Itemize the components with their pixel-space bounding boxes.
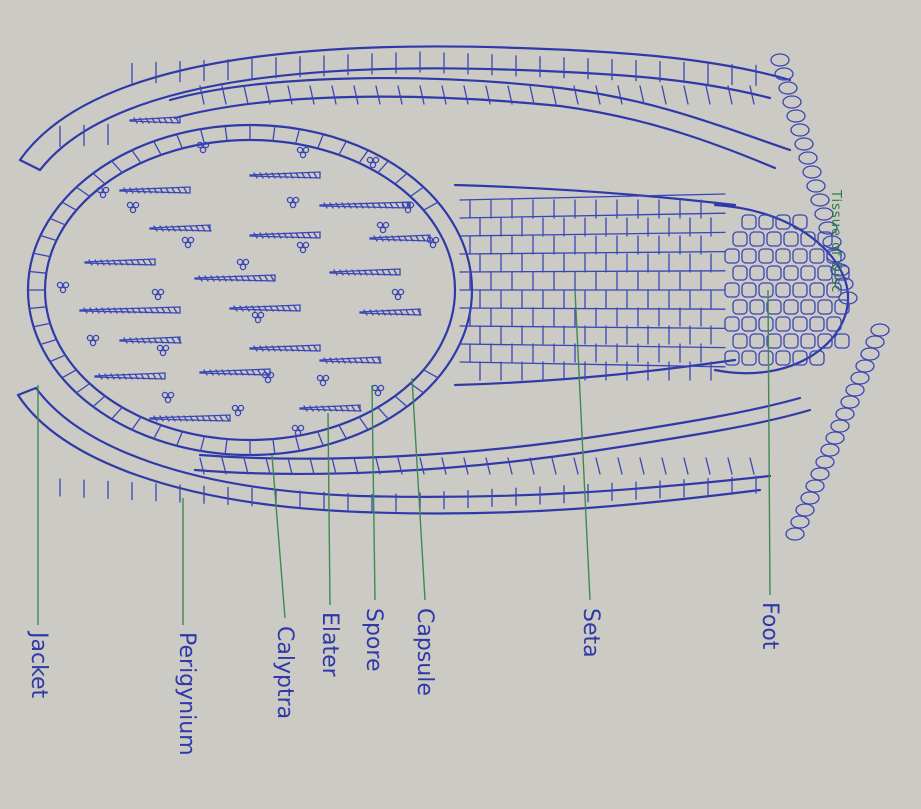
label-foot: Foot [757, 602, 782, 650]
label-tissue-of-disc: Tissue of Disc [828, 189, 843, 293]
label-perigynium: Perigynium [174, 632, 199, 756]
label-jacket: Jacket [26, 630, 51, 699]
label-elater: Elater [317, 612, 342, 678]
label-calyptra: Calyptra [272, 626, 297, 719]
label-capsule: Capsule [412, 608, 437, 696]
label-seta: Seta [578, 608, 603, 658]
label-spore: Spore [361, 608, 386, 672]
